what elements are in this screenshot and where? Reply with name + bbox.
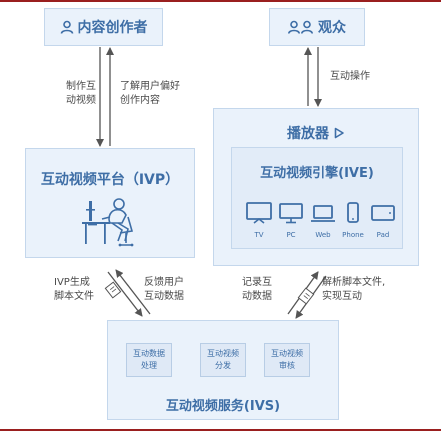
- player-title: 播放器: [287, 126, 329, 142]
- phone-icon: [347, 202, 359, 223]
- laptop-icon: [311, 205, 335, 222]
- interaction-label: 互动操作: [330, 71, 370, 82]
- arrow-ivp-to-ivs: [107, 271, 143, 317]
- player-box: 播放器 互动视频引擎(IVE) TV PC We: [213, 108, 419, 266]
- audience-label: 观众: [318, 20, 346, 36]
- tablet-icon: [371, 205, 395, 221]
- module-video-review: 互动视频 审核: [264, 343, 310, 377]
- tv-icon: [246, 202, 272, 224]
- record-data-label: 记录互 动数据: [242, 277, 272, 302]
- content-creator-box: 内容创作者: [44, 8, 163, 46]
- ivp-title: 互动视频平台（IVP）: [40, 172, 180, 188]
- ivp-platform-box: 互动视频平台（IVP）: [25, 148, 195, 258]
- file-icon: [297, 287, 315, 305]
- people-icon: [288, 20, 313, 34]
- feedback-data-label: 反馈用户 互动数据: [144, 277, 184, 302]
- content-creator-label: 内容创作者: [77, 20, 148, 36]
- module-video-distribution: 互动视频 分发: [200, 343, 246, 377]
- device-tv: TV: [244, 202, 274, 239]
- file-icon: [104, 281, 122, 299]
- ivp-generate-script-label: IVP生成 脚本文件: [54, 277, 94, 302]
- monitor-icon: [279, 203, 303, 224]
- audience-box: 观众: [269, 8, 365, 46]
- ive-title: 互动视频引擎(IVE): [260, 165, 374, 181]
- device-web: Web: [308, 202, 338, 239]
- module-data-processing: 互动数据 处理: [126, 343, 172, 377]
- device-phone: Phone: [338, 202, 368, 239]
- top-border-line: [0, 0, 441, 2]
- play-icon: [334, 127, 344, 139]
- person-icon: [60, 20, 73, 34]
- ive-engine-box: 互动视频引擎(IVE) TV PC Web: [231, 147, 403, 249]
- make-video-label: 制作互 动视频: [66, 81, 96, 106]
- developer-at-desk-icon: [82, 198, 134, 247]
- user-preference-label: 了解用户偏好 创作内容: [120, 81, 180, 106]
- parse-script-label: 解析脚本文件, 实现互动: [322, 277, 386, 302]
- device-pad: Pad: [368, 202, 398, 239]
- device-pc: PC: [276, 202, 306, 239]
- ivs-title: 互动视频服务(IVS): [165, 398, 281, 414]
- ivs-service-box: 互动数据 处理 互动视频 分发 互动视频 审核 互动视频服务(IVS): [107, 320, 339, 420]
- arrow-ivs-to-ivp: [115, 269, 151, 315]
- bottom-border-line: [0, 429, 441, 431]
